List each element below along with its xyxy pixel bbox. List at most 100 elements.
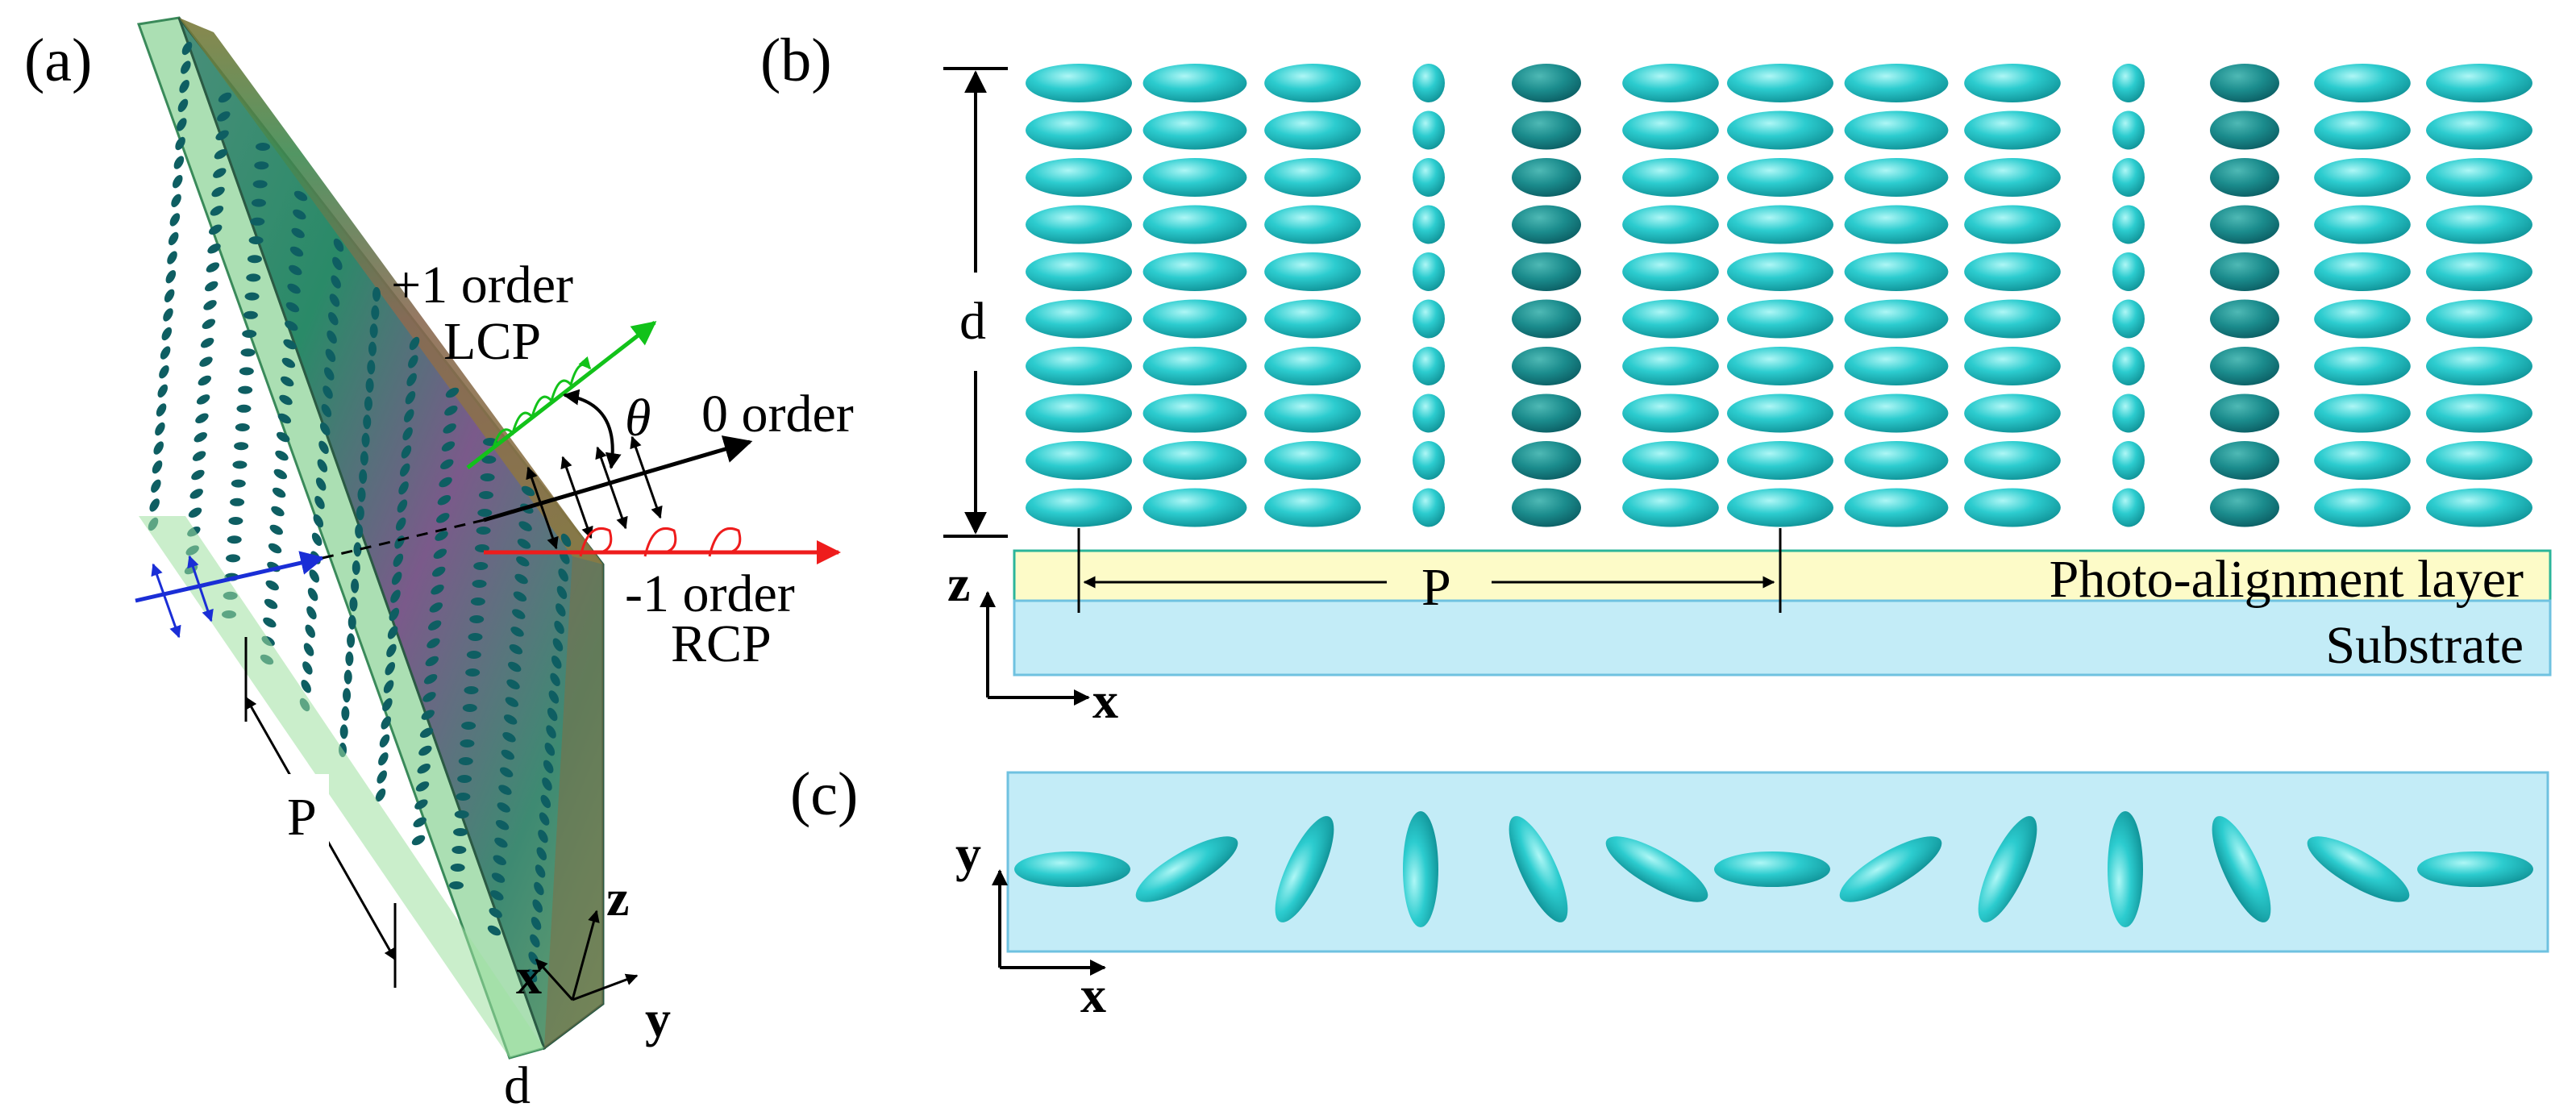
slab-lc-dot (323, 385, 333, 399)
slab-lc-dot (469, 615, 485, 623)
lc-molecule (2426, 110, 2532, 150)
lc-molecule (1727, 205, 1833, 244)
lc-molecule (1264, 347, 1361, 385)
slab-lc-dot (481, 456, 497, 464)
lc-molecule (1264, 441, 1361, 480)
lc-molecule (1142, 488, 1247, 527)
slab-lc-dot (544, 743, 556, 756)
slab-lc-dot (356, 506, 364, 521)
axis-y-a: y (645, 990, 671, 1047)
lc-molecule (1844, 393, 1949, 433)
lc-molecule (2314, 252, 2411, 291)
slab-lc-dot (405, 391, 416, 405)
slab-lc-dot (349, 597, 358, 612)
slab-lc-dot (231, 479, 246, 488)
slab-lc-dot (213, 168, 227, 178)
lc-molecule (1964, 110, 2061, 150)
lc-molecule (1844, 64, 1949, 102)
p-label: P (1421, 558, 1451, 617)
slab-lc-dot (357, 487, 366, 502)
lc-molecule-top (2307, 836, 2410, 902)
lc-molecule (2210, 158, 2279, 197)
slab-lc-dot (228, 517, 243, 525)
lc-molecule (1026, 64, 1132, 102)
lc-molecule (2112, 299, 2145, 339)
lc-molecule (1026, 393, 1132, 433)
lc-molecule (2426, 205, 2532, 244)
lc-molecule-top (1509, 816, 1568, 922)
lc-molecule (1264, 110, 1361, 150)
slab-lc-dot (540, 794, 551, 809)
lc-molecule (1964, 393, 2061, 433)
lc-molecule (1622, 299, 1719, 339)
lc-molecule (1844, 488, 1949, 527)
slab-lc-dot (240, 348, 256, 357)
slab-lc-dot (530, 934, 540, 947)
slab-lc-dot (536, 847, 547, 860)
slab-lc-dot (165, 270, 177, 284)
lc-molecule (1844, 347, 1949, 385)
lc-molecule (1512, 205, 1581, 244)
slab-lc-dot (440, 459, 454, 470)
lc-molecule (2314, 393, 2411, 433)
lc-molecule (1264, 158, 1361, 197)
slab-lc-dot (151, 479, 161, 493)
slab-lc-dot (152, 460, 163, 474)
slab-lc-dot (246, 273, 261, 282)
lc-molecule (1727, 441, 1833, 480)
panel-b-label: (b) (760, 27, 832, 94)
lc-molecule (2112, 205, 2145, 244)
d-label: d (959, 292, 986, 351)
slab-lc-dot (501, 749, 514, 760)
input-polarization-arrows (151, 555, 214, 639)
lc-molecule (1142, 347, 1247, 385)
lc-molecule (2314, 64, 2411, 102)
slab-lc-dot (516, 556, 530, 567)
slab-lc-dot (307, 588, 318, 602)
slab-lc-dot (546, 725, 556, 739)
lc-top-view-row (1014, 811, 2533, 927)
slab-lc-dot (526, 968, 538, 983)
lc-molecule (2314, 205, 2411, 244)
lc-molecule (1622, 488, 1719, 527)
slab-lc-dot (427, 620, 442, 631)
lc-molecule-top (1135, 836, 1238, 902)
lc-molecule (1264, 205, 1361, 244)
period-label: P (287, 788, 317, 847)
slab-lc-dot (556, 585, 568, 599)
slab-lc-dot (318, 440, 329, 454)
slab-lc-dot (206, 262, 220, 273)
lcp-helix (492, 356, 592, 448)
slab-lc-dot (244, 292, 260, 301)
slab-lc-dot (179, 80, 189, 94)
slab-lc-dot (211, 186, 225, 198)
slab-lc-dot (476, 527, 491, 535)
slab-lc-dot (149, 498, 160, 512)
slab-lc-dot (293, 209, 306, 220)
slab-lc-dot (439, 477, 452, 488)
minus-one-order-label: -1 order (625, 564, 795, 623)
slab-lc-dot (422, 692, 436, 702)
lc-molecule (1844, 252, 1949, 291)
lc-molecule (1413, 252, 1445, 291)
slab-lc-dot (275, 450, 289, 461)
slab-lc-dot (361, 432, 370, 448)
lc-molecule (2210, 205, 2279, 244)
slab-lc-dot (465, 668, 481, 677)
slab-lc-dot (343, 688, 352, 703)
slab-lc-dot (345, 652, 354, 666)
slab-lc-dot (291, 227, 305, 239)
slab-lc-dot (195, 413, 209, 424)
lc-molecule (1264, 393, 1361, 433)
lc-molecule (2426, 158, 2532, 197)
lc-molecule (1622, 347, 1719, 385)
lc-molecule (1964, 488, 2061, 527)
slab-lc-dot (239, 367, 254, 376)
zero-order-polarization (526, 435, 663, 550)
slab-lc-dot (347, 633, 356, 648)
slab-lc-dot (181, 60, 191, 74)
lc-molecule (2314, 110, 2411, 150)
lcp-label: LCP (443, 312, 541, 371)
lc-molecule (2210, 252, 2279, 291)
slab-lc-dot (443, 423, 456, 434)
